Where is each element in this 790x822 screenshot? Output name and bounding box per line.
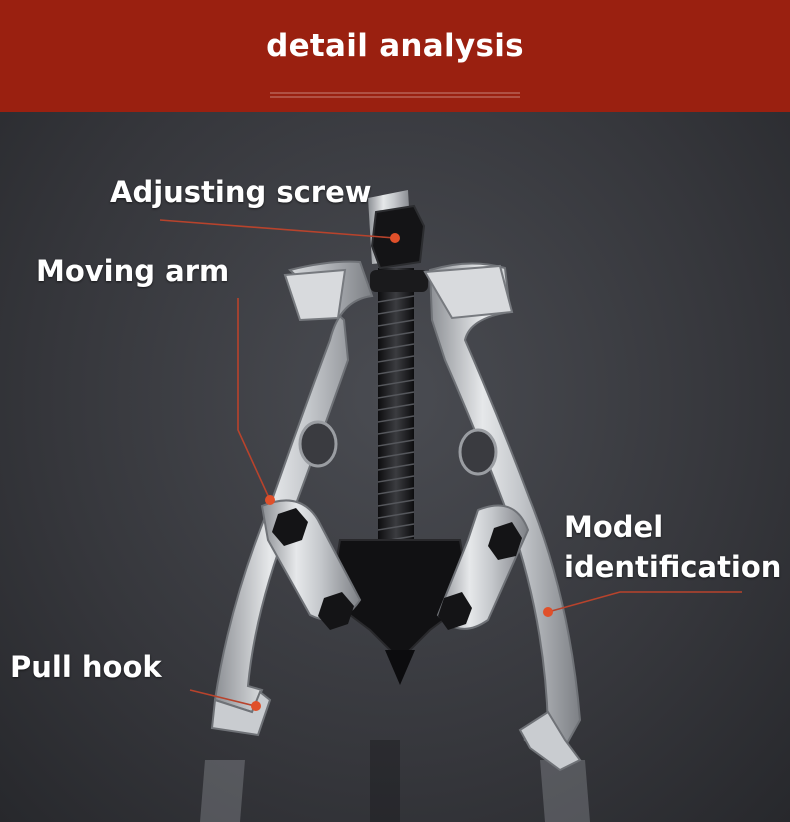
left-link-bolt-top — [272, 508, 308, 546]
marker-moving-arm — [265, 495, 275, 505]
marker-dots — [251, 233, 553, 711]
banner-title: detail analysis — [266, 28, 524, 64]
leader-model-identification — [547, 591, 742, 613]
left-link-bolt-bottom — [318, 592, 354, 630]
marker-pull-hook — [251, 701, 261, 711]
leader-adjusting-screw — [159, 219, 396, 239]
label-model-identification-line1: Model — [564, 510, 664, 544]
label-pull-hook: Pull hook — [10, 650, 162, 684]
right-arm-hole — [458, 428, 498, 476]
left-arm-top-jaw — [283, 268, 347, 322]
header-banner: detail analysis — [0, 0, 790, 112]
marker-adjusting-screw — [390, 233, 400, 243]
leader-pull-hook — [189, 689, 256, 707]
marker-model-identification — [543, 607, 553, 617]
collar-nut — [370, 270, 428, 292]
reflection — [200, 740, 590, 822]
label-model-identification-line2: identification — [564, 550, 782, 584]
left-pull-hook — [210, 690, 272, 737]
label-moving-arm: Moving arm — [36, 254, 230, 288]
banner-fine-print-decoration — [270, 92, 520, 100]
center-point — [385, 650, 415, 685]
leader-lines — [159, 219, 742, 707]
leader-moving-arm — [237, 298, 271, 501]
right-arm-top-jaw — [423, 264, 514, 320]
right-pull-hook — [518, 710, 582, 772]
right-arm — [428, 262, 582, 767]
right-link-bolt-bottom — [438, 592, 472, 630]
left-arm-hole — [298, 420, 338, 468]
label-adjusting-screw: Adjusting screw — [110, 175, 372, 209]
threaded-rod — [377, 268, 415, 568]
right-link-bolt-top — [488, 522, 522, 560]
